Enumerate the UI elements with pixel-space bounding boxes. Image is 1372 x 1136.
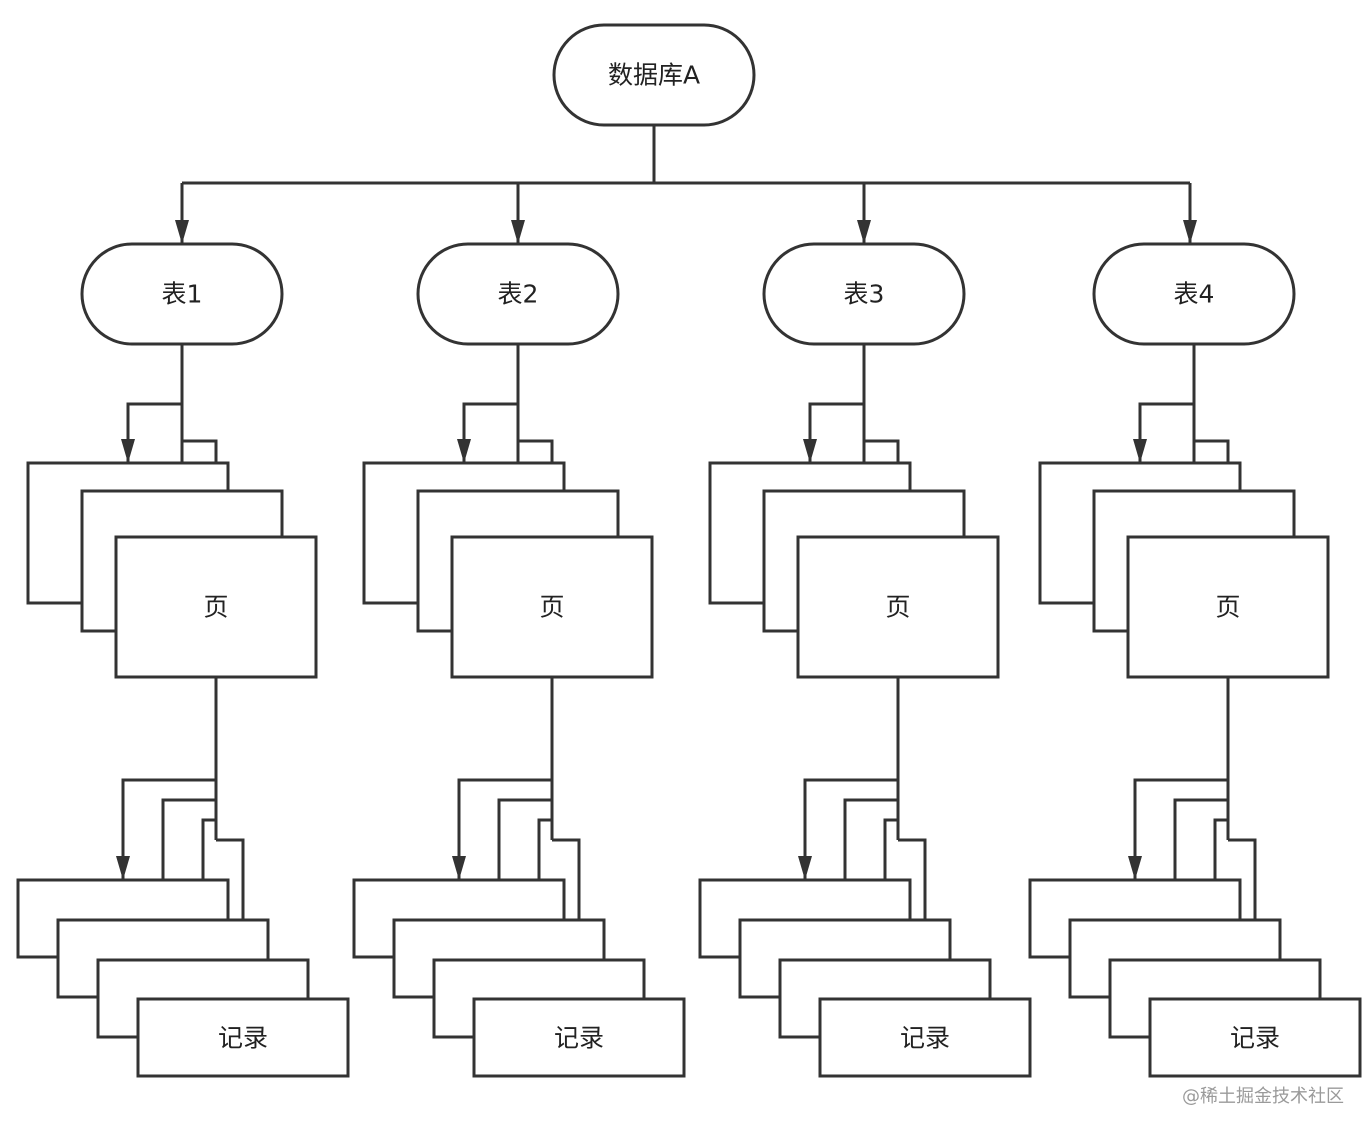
table-1-to-page-a-arrow bbox=[126, 402, 182, 463]
table-3-label: 表3 bbox=[844, 280, 885, 309]
table-1-label: 表1 bbox=[162, 280, 203, 309]
table-4-to-page-a-arrow bbox=[1138, 402, 1194, 463]
table-4-to-page-a-arrow-head bbox=[1133, 439, 1147, 463]
table-2-to-record-a-arrow bbox=[457, 778, 552, 880]
table-2-page-label: 页 bbox=[539, 593, 564, 622]
table-3-to-record-a-arrow bbox=[803, 778, 898, 880]
table-1-to-record-a-arrow-head bbox=[116, 856, 130, 880]
root-to-table-3-arrow-head bbox=[857, 220, 871, 244]
table-1-record-label: 记录 bbox=[218, 1024, 268, 1053]
table-4-page-front bbox=[1126, 535, 1330, 679]
watermark-text: @稀土掘金技术社区 bbox=[1182, 1086, 1344, 1107]
root-to-table-4-arrow-head bbox=[1183, 220, 1197, 244]
table-4-record-front bbox=[1148, 997, 1362, 1078]
node-layer: 数据库A 表1 页记录 表2 页记录 表3 页记录 表4 页记录 bbox=[16, 23, 1362, 1078]
table-3-to-record-a-arrow-head bbox=[798, 856, 812, 880]
root-node bbox=[552, 23, 756, 127]
table-2-page-front bbox=[450, 535, 654, 679]
table-4-node bbox=[1092, 242, 1296, 346]
table-1-record-front bbox=[136, 997, 350, 1078]
table-3-record-front bbox=[818, 997, 1032, 1078]
table-1-to-page-a-arrow-head bbox=[121, 439, 135, 463]
table-4-to-record-a-arrow-head bbox=[1128, 856, 1142, 880]
table-3-page-label: 页 bbox=[885, 593, 910, 622]
table-2-to-record-a-arrow-head bbox=[452, 856, 466, 880]
table-3-to-page-a-arrow-head bbox=[803, 439, 817, 463]
table-2-record-label: 记录 bbox=[554, 1024, 604, 1053]
table-2-record-front bbox=[472, 997, 686, 1078]
root-label: 数据库A bbox=[608, 61, 700, 90]
root-to-table-1-arrow-head bbox=[175, 220, 189, 244]
table-4-record-label: 记录 bbox=[1230, 1024, 1280, 1053]
table-4-to-record-a-arrow bbox=[1133, 778, 1228, 880]
table-3-to-page-a-arrow bbox=[808, 402, 864, 463]
table-4-label: 表4 bbox=[1174, 280, 1215, 309]
table-3-page-front bbox=[796, 535, 1000, 679]
table-4-page-label: 页 bbox=[1215, 593, 1240, 622]
table-1-page-front bbox=[114, 535, 318, 679]
table-1-page-label: 页 bbox=[203, 593, 228, 622]
table-2-node bbox=[416, 242, 620, 346]
table-2-to-page-a-arrow bbox=[462, 402, 518, 463]
table-2-to-page-a-arrow-head bbox=[457, 439, 471, 463]
root-to-table-2-arrow-head bbox=[511, 220, 525, 244]
table-3-record-label: 记录 bbox=[900, 1024, 950, 1053]
table-1-node bbox=[80, 242, 284, 346]
table-2-label: 表2 bbox=[498, 280, 539, 309]
table-1-to-record-a-arrow bbox=[121, 778, 216, 880]
table-3-node bbox=[762, 242, 966, 346]
